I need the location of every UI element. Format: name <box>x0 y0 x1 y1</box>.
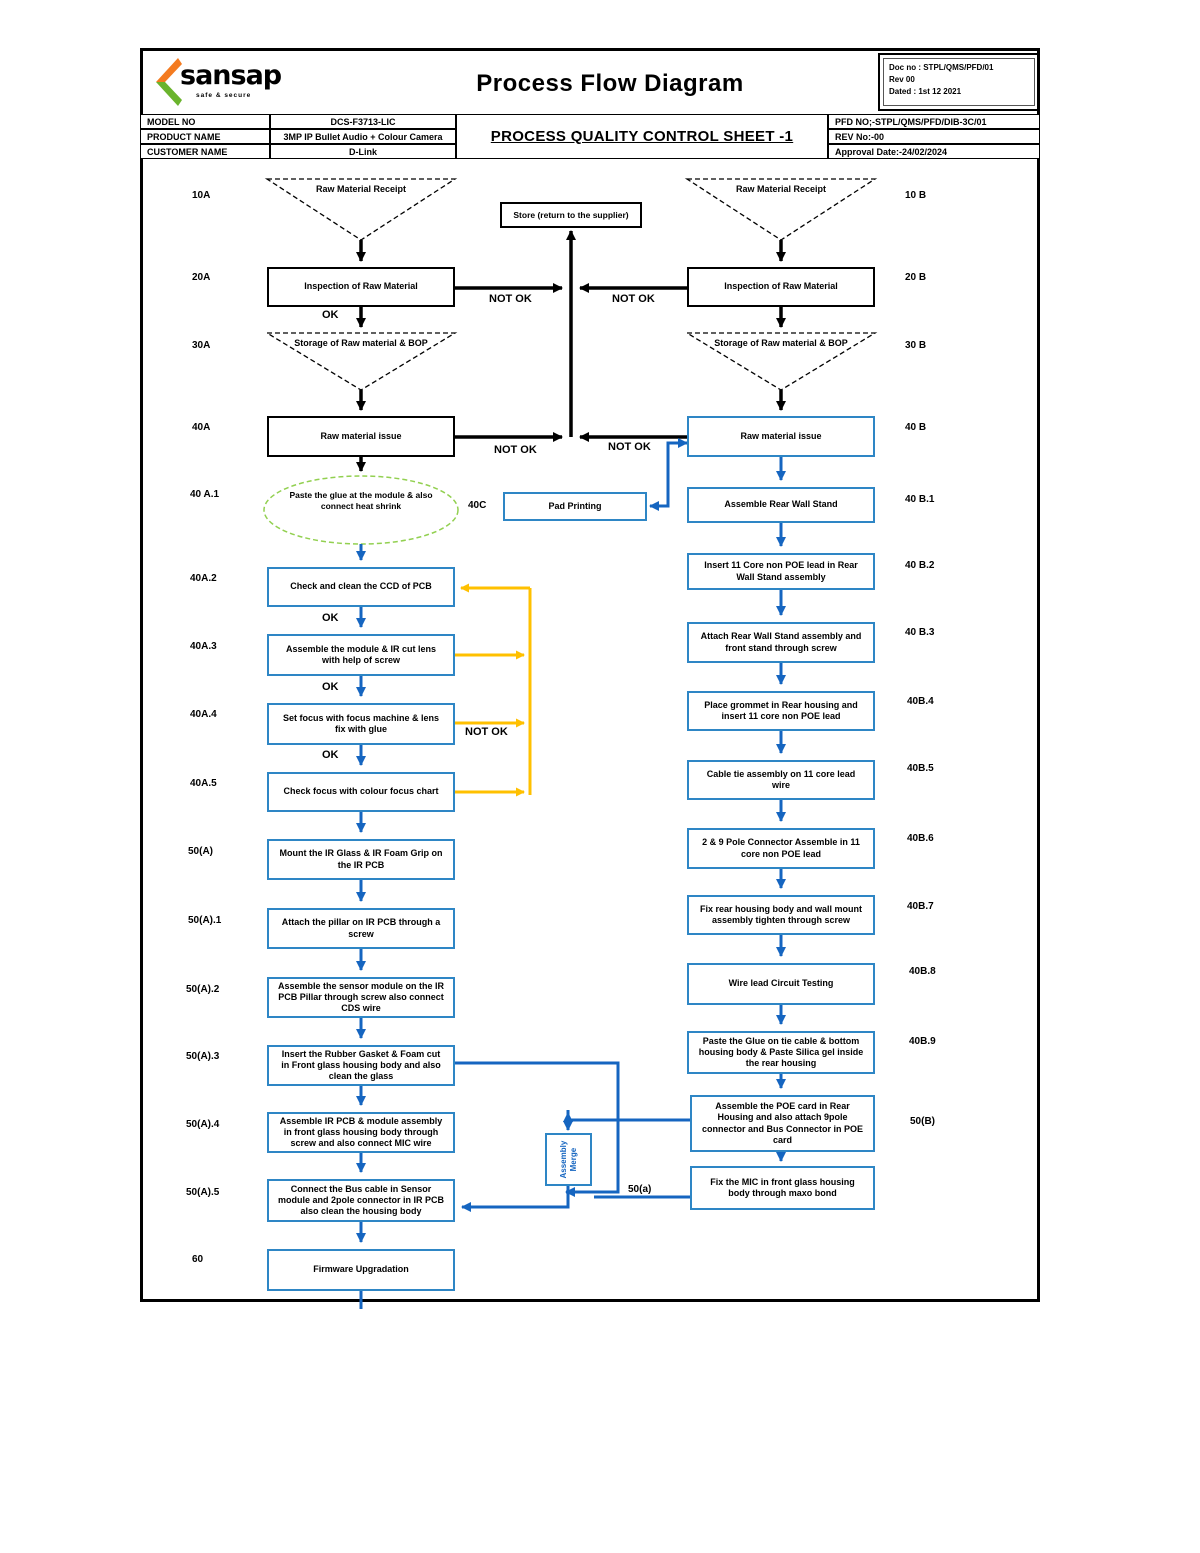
node-attach-pillar-ir-pcb: Attach the pillar on IR PCB through a sc… <box>267 908 455 949</box>
label-40b3: 40 B.3 <box>903 627 937 638</box>
label-40a3: 40A.3 <box>188 641 219 652</box>
label-50a5: 50(A).5 <box>184 1187 222 1198</box>
model-no-value: DCS-F3713-LIC <box>270 114 456 129</box>
node-assemble-ir-pcb-module: Assemble IR PCB & module assembly in fro… <box>267 1112 455 1153</box>
node-assemble-poe-card: Assemble the POE card in Rear Housing an… <box>690 1095 875 1152</box>
page-border <box>140 48 1040 1302</box>
node-set-focus-machine: Set focus with focus machine & lens fix … <box>267 703 455 745</box>
label-40c: 40C <box>466 500 489 511</box>
sansap-logo: sansap safe & secure <box>152 56 282 110</box>
label-50a2: 50(A).2 <box>184 984 222 995</box>
label-40b: 40 B <box>903 422 929 433</box>
label-20b: 20 B <box>903 272 929 283</box>
label-50b: 50(B) <box>908 1116 938 1127</box>
approval-date: Approval Date:-24/02/2024 <box>828 144 1040 159</box>
node-insert-rubber-gasket: Insert the Rubber Gasket & Foam cut in F… <box>267 1045 455 1086</box>
label-40a: 40A <box>190 422 213 433</box>
node-place-grommet: Place grommet in Rear housing and insert… <box>687 691 875 731</box>
label-40a1: 40 A.1 <box>188 489 222 500</box>
label-40b9: 40B.9 <box>907 1036 938 1047</box>
label-30b: 30 B <box>903 340 929 351</box>
not-ok-label-5: NOT OK <box>463 726 510 738</box>
label-40b6: 40B.6 <box>905 833 936 844</box>
node-raw-material-issue-b: Raw material issue <box>687 416 875 457</box>
node-pole-connector-assemble: 2 & 9 Pole Connector Assemble in 11 core… <box>687 828 875 869</box>
label-40b5: 40B.5 <box>905 763 936 774</box>
not-ok-label-3: NOT OK <box>492 444 539 456</box>
label-10b: 10 B <box>903 190 929 201</box>
node-firmware-upgradation: Firmware Upgradation <box>267 1249 455 1291</box>
node-fix-mic: Fix the MIC in front glass housing body … <box>690 1166 875 1210</box>
not-ok-label-2: NOT OK <box>610 293 657 305</box>
ok-label-3: OK <box>320 681 341 693</box>
product-name-label: PRODUCT NAME <box>140 129 270 144</box>
label-40b7: 40B.7 <box>905 901 936 912</box>
node-assemble-sensor-module: Assemble the sensor module on the IR PCB… <box>267 977 455 1018</box>
node-inspection-raw-material-b: Inspection of Raw Material <box>687 267 875 307</box>
ok-label-2: OK <box>320 612 341 624</box>
node-connect-bus-cable: Connect the Bus cable in Sensor module a… <box>267 1179 455 1222</box>
node-cable-tie-assembly: Cable tie assembly on 11 core lead wire <box>687 760 875 800</box>
logo-tagline: safe & secure <box>196 92 252 99</box>
ok-label-4: OK <box>320 749 341 761</box>
node-insert-11-core-poe-lead: Insert 11 Core non POE lead in Rear Wall… <box>687 553 875 590</box>
label-50a-merge: 50(a) <box>626 1184 654 1195</box>
label-50a: 50(A) <box>186 846 216 857</box>
customer-name-value: D-Link <box>270 144 456 159</box>
not-ok-label-4: NOT OK <box>606 441 653 453</box>
label-40b2: 40 B.2 <box>903 560 937 571</box>
doc-info-box: Doc no : STPL/QMS/PFD/01 Rev 00 Dated : … <box>878 53 1040 111</box>
node-fix-rear-housing-body: Fix rear housing body and wall mount ass… <box>687 895 875 935</box>
label-40b8: 40B.8 <box>907 966 938 977</box>
product-name-value: 3MP IP Bullet Audio + Colour Camera <box>270 129 456 144</box>
model-no-label: MODEL NO <box>140 114 270 129</box>
node-wire-lead-circuit-testing: Wire lead Circuit Testing <box>687 963 875 1005</box>
label-40b1: 40 B.1 <box>903 494 937 505</box>
node-mount-ir-glass-foam: Mount the IR Glass & IR Foam Grip on the… <box>267 839 455 880</box>
node-storage-raw-material-a: Storage of Raw material & BOP <box>294 338 428 348</box>
label-60: 60 <box>190 1254 206 1265</box>
label-40b4: 40B.4 <box>905 696 936 707</box>
node-assemble-module-ir-cut-lens: Assemble the module & IR cut lens with h… <box>267 634 455 676</box>
label-40a4: 40A.4 <box>188 709 219 720</box>
label-20a: 20A <box>190 272 213 283</box>
label-30a: 30A <box>190 340 213 351</box>
node-inspection-raw-material-a: Inspection of Raw Material <box>267 267 455 307</box>
label-50a1: 50(A).1 <box>186 915 224 926</box>
node-assembly-merge: Assembly Merge <box>545 1133 592 1186</box>
node-raw-material-receipt-b: Raw Material Receipt <box>735 184 827 194</box>
pfd-no: PFD NO;-STPL/QMS/PFD/DIB-3C/01 <box>828 114 1040 129</box>
label-50a4: 50(A).4 <box>184 1119 222 1130</box>
label-40a5: 40A.5 <box>188 778 219 789</box>
node-assemble-rear-wall-stand: Assemble Rear Wall Stand <box>687 487 875 523</box>
doc-dated: Dated : 1st 12 2021 <box>889 87 962 96</box>
label-10a: 10A <box>190 190 213 201</box>
node-paste-glue-module: Paste the glue at the module & also conn… <box>289 490 433 512</box>
label-40a2: 40A.2 <box>188 573 219 584</box>
not-ok-label-1: NOT OK <box>487 293 534 305</box>
node-raw-material-receipt-a: Raw Material Receipt <box>315 184 407 194</box>
node-check-clean-ccd: Check and clean the CCD of PCB <box>267 567 455 607</box>
node-check-focus-colour-chart: Check focus with colour focus chart <box>267 772 455 812</box>
doc-rev: Rev 00 <box>889 75 915 84</box>
sansap-chevron-icon <box>156 58 182 106</box>
doc-no: Doc no : STPL/QMS/PFD/01 <box>889 63 994 72</box>
ok-label-1: OK <box>320 309 341 321</box>
node-attach-rear-wall-stand: Attach Rear Wall Stand assembly and fron… <box>687 622 875 663</box>
label-50a3: 50(A).3 <box>184 1051 222 1062</box>
node-storage-raw-material-b: Storage of Raw material & BOP <box>714 338 848 348</box>
node-store-return-supplier: Store (return to the supplier) <box>500 202 642 228</box>
node-paste-glue-tie-cable: Paste the Glue on tie cable & bottom hou… <box>687 1031 875 1074</box>
page-title: Process Flow Diagram <box>476 70 744 97</box>
node-pad-printing: Pad Printing <box>503 492 647 521</box>
node-raw-material-issue-a: Raw material issue <box>267 416 455 457</box>
rev-no: REV No:-00 <box>828 129 1040 144</box>
customer-name-label: CUSTOMER NAME <box>140 144 270 159</box>
sheet-title: PROCESS QUALITY CONTROL SHEET -1 <box>456 114 828 159</box>
assembly-merge-label: Assembly Merge <box>558 1140 578 1179</box>
logo-wordmark: sansap <box>180 60 282 91</box>
